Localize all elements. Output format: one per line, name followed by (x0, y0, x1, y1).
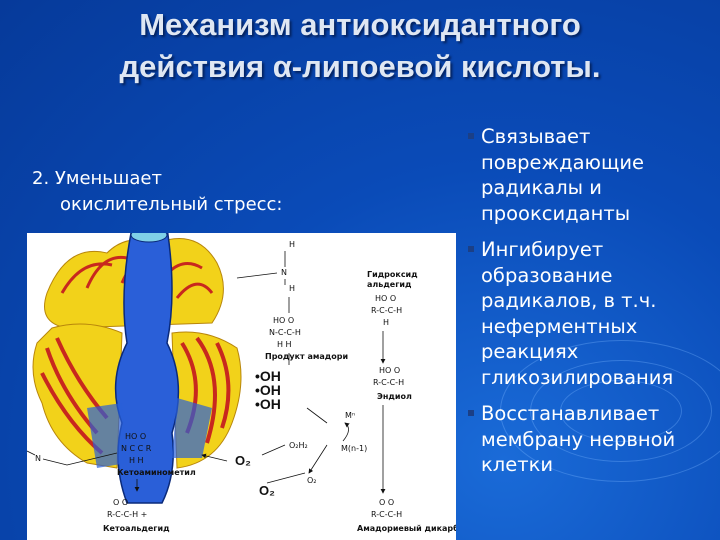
bullet-item-1: Связывает повреждающие радикалы и проокс… (468, 124, 718, 226)
keto-formula-3: H H (129, 456, 144, 465)
mechanism-diagram: H N H Гидроксид альдегид HO O R-C-C-H H … (27, 233, 456, 533)
h-top: H (289, 240, 295, 249)
left-caption-line-1: 2. Уменьшает (32, 168, 162, 189)
bullet-1-line: повреждающие (481, 150, 644, 174)
bullet-item-3: Восстанавливает мембрану нервной клетки (468, 401, 718, 478)
hydroxy-formula-1: HO O (375, 294, 396, 303)
hydroxyl-radical-1: •OH (255, 368, 281, 384)
bullet-1-line: радикалы и (481, 176, 602, 199)
enediol-formula-2: R-C-C-H (373, 378, 404, 387)
hydroxy-formula-3: H (383, 318, 389, 327)
dicarbonyl-label: Амадориевый дикарбонил (357, 523, 456, 533)
oxygen-left: O₂ (235, 453, 251, 468)
amadori-label: Продукт амадори (265, 352, 348, 361)
amadori-formula-2: N-C-C-H (269, 328, 301, 337)
bullet-marker (468, 410, 474, 416)
amadori-formula-1: HO O (273, 316, 294, 325)
h-bottom: H (289, 284, 295, 293)
bullet-2-line: неферментных (481, 314, 638, 338)
n-top: N (281, 268, 287, 277)
bullet-1-line: Связывает (481, 125, 591, 148)
bullet-marker (468, 133, 474, 139)
bullet-2-line: радикалов, в т.ч. (481, 289, 657, 312)
keto-formula-2: N C C R (121, 444, 152, 453)
bullet-marker (468, 246, 474, 252)
hydroxy-formula-2: R-C-C-H (371, 306, 402, 315)
bullet-3-line: мембрану нервной (481, 427, 676, 451)
hydroxy-label-1: Гидроксид (367, 270, 418, 279)
nerve-illustration (32, 233, 242, 504)
background-ripple (500, 340, 720, 482)
enediol-formula-1: HO O (379, 366, 400, 375)
oxygen-bottom: O₂ (259, 483, 275, 498)
bullet-3-line: Восстанавливает (481, 402, 660, 425)
slide-title: Механизм антиоксидантного действия α-лип… (0, 4, 720, 88)
bullet-2-line: реакциях (481, 340, 579, 363)
mechanism-figure: H N H Гидроксид альдегид HO O R-C-C-H H … (27, 233, 456, 540)
bullet-2-line: гликозилирования (481, 365, 674, 389)
hydroxy-label-2: альдегид (367, 280, 412, 289)
bullet-1-line: прооксиданты (481, 201, 631, 225)
bullet-list: Связывает повреждающие радикалы и проокс… (468, 124, 718, 489)
bullet-2-line: Ингибирует (481, 238, 604, 261)
title-line-1: Механизм антиоксидантного (139, 7, 581, 42)
bullet-2-line: образование (481, 263, 613, 287)
metal-n-1: M(n-1) (341, 444, 367, 453)
ketoald-formula-2: R-C-C-H + (107, 510, 147, 519)
hydroxyl-radical-2: •OH (255, 382, 281, 398)
title-line-2: действия α-липоевой кислоты. (119, 49, 601, 84)
amadori-formula-3: H H (277, 340, 292, 349)
keto-formula-1: HO O (125, 432, 146, 441)
bullet-3-line: клетки (481, 453, 554, 476)
hydrogen-peroxide: O₂H₂ (289, 441, 308, 450)
n-left: N (35, 454, 41, 463)
ketoald-label: Кетоальдегид (103, 524, 170, 533)
left-caption: 2. Уменьшает окислительный стресс: (32, 166, 283, 218)
bullet-item-2: Ингибирует образование радикалов, в т.ч.… (468, 237, 718, 390)
hydroxyl-radical-3: •OH (255, 396, 281, 412)
keto-label: Кетоаминометил (117, 468, 196, 477)
dicarbonyl-formula-1: O O (379, 498, 394, 507)
left-caption-line-2: окислительный стресс: (60, 194, 283, 215)
enediol-label: Эндиол (377, 392, 412, 401)
dicarbonyl-formula-2: R-C-C-H (371, 510, 402, 519)
ketoald-formula-1: O O (113, 498, 128, 507)
metal-n: Mⁿ (345, 411, 355, 420)
oxygen-right: O₂ (307, 476, 317, 485)
